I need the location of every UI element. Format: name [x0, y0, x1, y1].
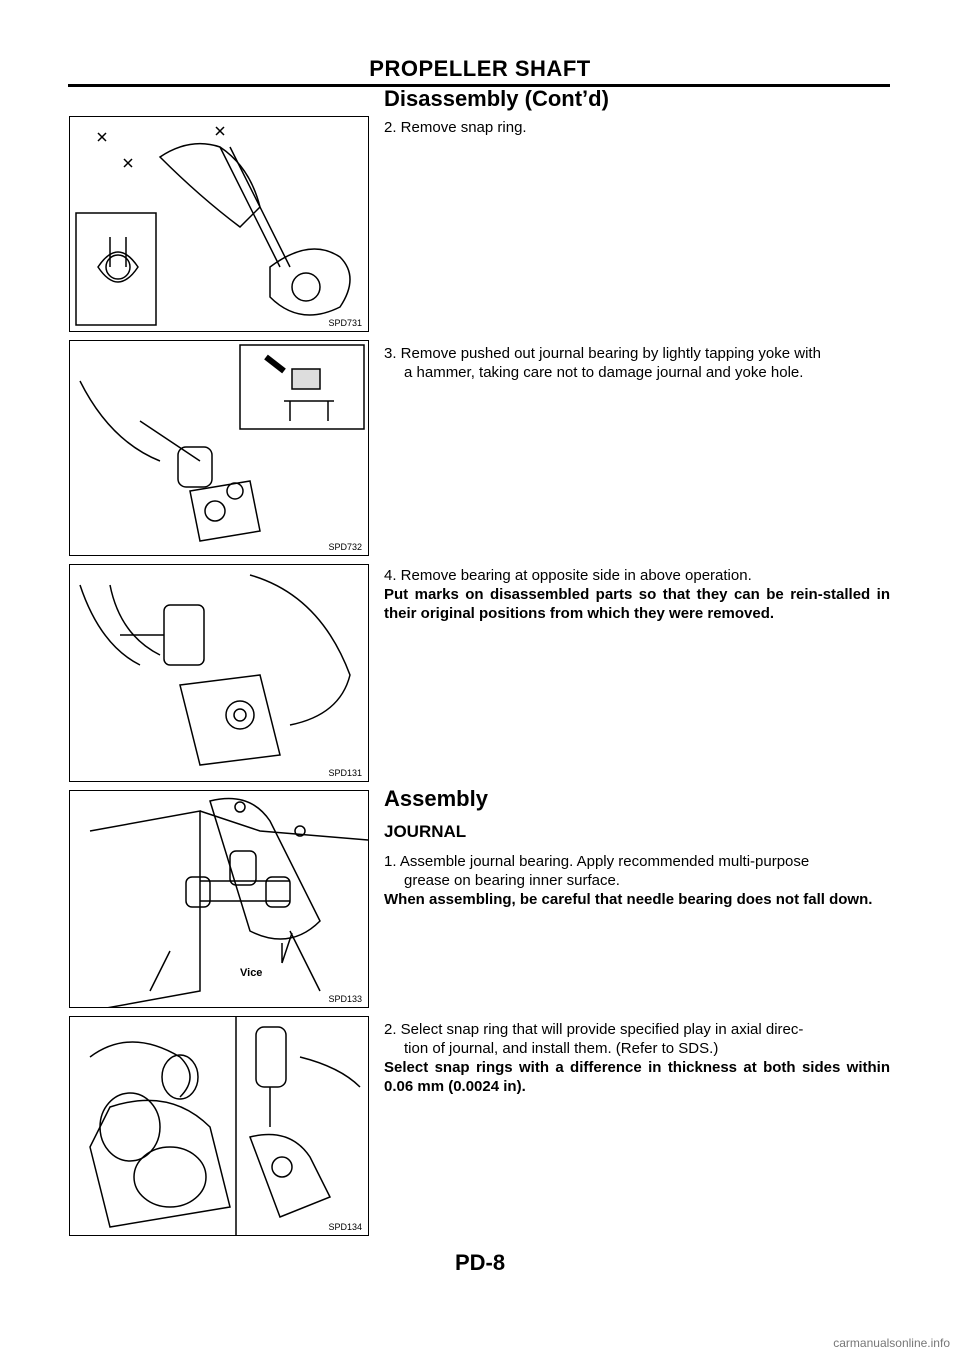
warning-note: Select snap rings with a difference in t… [384, 1059, 890, 1095]
assembly-heading: Assembly [384, 786, 488, 811]
step-text-line1: 3. Remove pushed out journal bearing by … [384, 345, 821, 362]
step-text-line1: 2. Select snap ring that will provide sp… [384, 1021, 804, 1038]
watermark: carmanualsonline.info [833, 1336, 950, 1350]
section-title: PROPELLER SHAFT [369, 56, 591, 81]
vice-label: Vice [240, 967, 263, 979]
figure-remove-snap-ring: SPD731 [69, 116, 369, 332]
figure-select-snap-ring: SPD134 [69, 1016, 369, 1236]
step-text-line2: grease on bearing inner surface. [404, 872, 620, 889]
figure-assemble-journal-vice: Vice SPD133 [69, 790, 369, 1008]
warning-note: Put marks on disassembled parts so that … [384, 586, 890, 622]
journal-subheading: JOURNAL [384, 822, 467, 841]
step-remove-snap-ring: 2. Remove snap ring. [384, 118, 890, 137]
step-text-line1: 1. Assemble journal bearing. Apply recom… [384, 853, 810, 870]
step-text: 4. Remove bearing at opposite side in ab… [384, 567, 752, 584]
warning-note: When assembling, be careful that needle … [384, 891, 873, 908]
vice-journal-illustration [89, 797, 368, 1007]
step-remove-opposite-bearing: 4. Remove bearing at opposite side in ab… [384, 566, 890, 623]
page-subtitle: Disassembly (Cont’d) [384, 86, 609, 111]
hammer-yoke-illustration [79, 344, 365, 542]
figure-code: SPD131 [328, 768, 362, 778]
figure-code: SPD732 [328, 542, 362, 552]
step-assemble-journal: 1. Assemble journal bearing. Apply recom… [384, 852, 890, 909]
figure-remove-journal-bearing: SPD732 [69, 340, 369, 556]
step-text-line2: tion of journal, and install them. (Refe… [404, 1040, 719, 1057]
figure-code: SPD133 [328, 994, 362, 1004]
figure-remove-opposite-bearing: SPD131 [69, 564, 369, 782]
step-remove-journal-bearing: 3. Remove pushed out journal bearing by … [384, 344, 890, 382]
step-text-line2: a hammer, taking care not to damage jour… [404, 364, 804, 381]
snap-ring-illustration [75, 126, 351, 326]
figure-code: SPD134 [328, 1222, 362, 1232]
page-number: PD-8 [454, 1250, 506, 1275]
figure-code: SPD731 [328, 318, 362, 328]
step-text: 2. Remove snap ring. [384, 119, 527, 136]
step-select-snap-ring: 2. Select snap ring that will provide sp… [384, 1020, 890, 1096]
header-rule [68, 84, 890, 87]
snap-ring-install-illustration [89, 1017, 361, 1235]
hammer-bearing-illustration [79, 574, 351, 766]
